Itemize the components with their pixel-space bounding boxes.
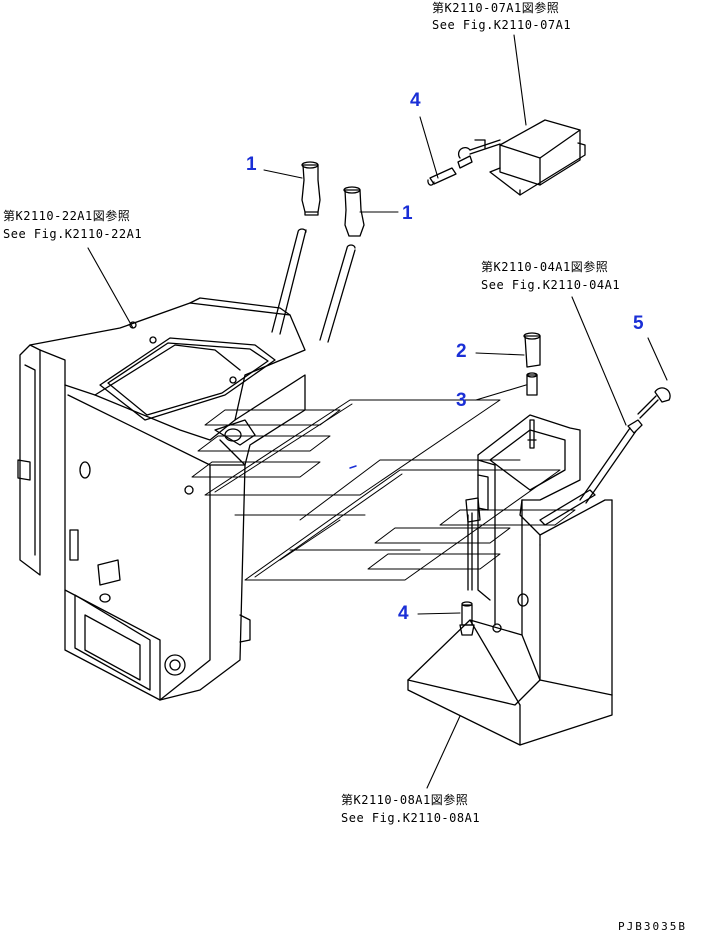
leader-k2110-04 <box>571 296 627 426</box>
callout-1a: 1 <box>246 154 257 175</box>
callout-5: 5 <box>633 313 644 334</box>
ref-k2110-08-jp: 第K2110-08A1図参照 <box>341 793 469 807</box>
callout-1b: 1 <box>402 203 413 224</box>
lever-rods <box>271 228 356 343</box>
left-console <box>17 297 306 701</box>
callout-4b: 4 <box>398 603 409 624</box>
ref-k2110-04-jp: 第K2110-04A1図参照 <box>481 260 609 274</box>
callout-3: 3 <box>456 390 467 411</box>
connector-4b <box>459 601 475 636</box>
lever-knob-1b <box>343 186 365 237</box>
lever-knob-1a <box>301 161 321 216</box>
ref-k2110-07-en: See Fig.K2110-07A1 <box>432 18 572 32</box>
leader-1a <box>263 169 303 179</box>
ref-k2110-22-jp: 第K2110-22A1図参照 <box>3 209 131 223</box>
ref-k2110-04-en: See Fig.K2110-04A1 <box>481 278 621 292</box>
ref-k2110-22-en: See Fig.K2110-22A1 <box>3 227 143 241</box>
switch-3 <box>526 372 538 449</box>
leader-4a <box>419 116 439 179</box>
leader-k2110-07 <box>513 34 527 126</box>
leader-lines <box>87 34 668 789</box>
connector-4a <box>427 155 473 186</box>
callout-2: 2 <box>456 341 467 362</box>
right-console <box>407 414 613 746</box>
watermark-logo <box>191 399 576 581</box>
callout-4a: 4 <box>410 90 421 111</box>
leader-k2110-22 <box>87 247 134 329</box>
leader-3 <box>475 384 527 401</box>
leader-2 <box>475 352 525 356</box>
ref-k2110-07-jp: 第K2110-07A1図参照 <box>432 1 560 15</box>
switch-knob-2 <box>523 332 541 368</box>
relay-box <box>457 119 586 196</box>
leader-4b <box>417 612 461 615</box>
leader-k2110-08 <box>426 715 461 789</box>
ref-k2110-08-en: See Fig.K2110-08A1 <box>341 811 481 825</box>
leader-5 <box>647 337 668 381</box>
lever-5 <box>579 387 671 504</box>
drawing-code: PJB3035B <box>618 920 687 933</box>
